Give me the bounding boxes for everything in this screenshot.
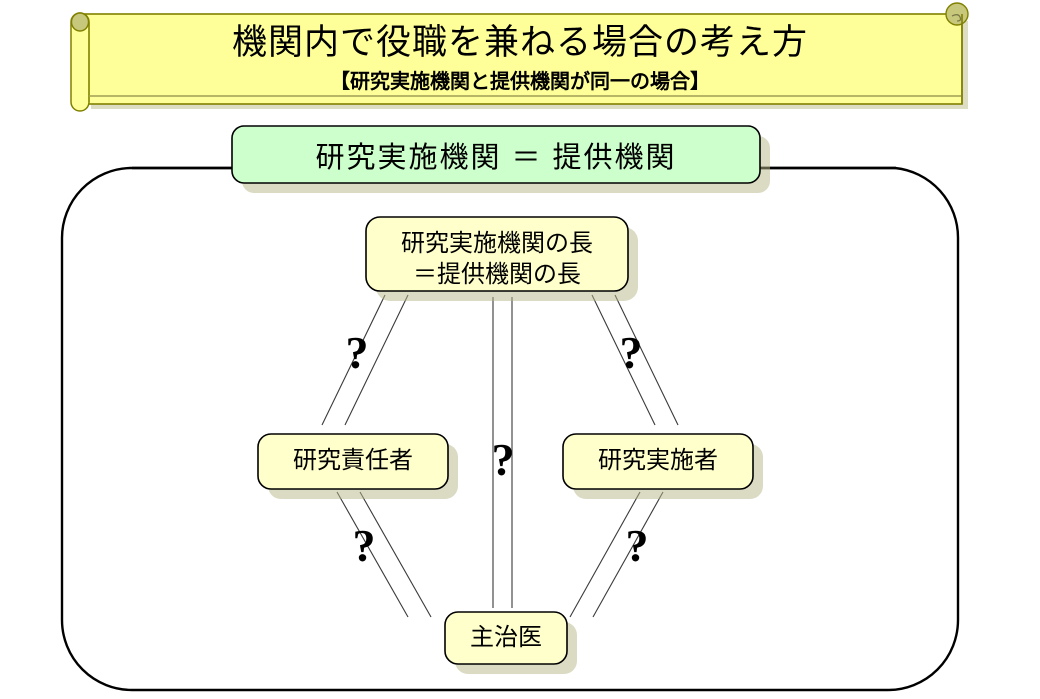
header-box-label: 研究実施機関 ＝ 提供機関 (315, 142, 677, 174)
connector-marker-head-to-physician: ? (491, 434, 515, 485)
banner-left-curl-cap (70, 12, 90, 32)
node-attending-physician-label: 主治医 (470, 624, 542, 651)
connector-marker-head-to-director: ? (345, 327, 369, 378)
connector-lines (321, 294, 679, 618)
node-research-practitioner[interactable] (562, 433, 763, 499)
node-institution-head-shape (365, 216, 629, 292)
banner-right-curl-spiral (951, 14, 962, 22)
node-research-practitioner-label: 研究実施者 (598, 447, 718, 474)
page-subtitle: 【研究実施機関と提供機関が同一の場合】 (330, 71, 710, 93)
node-research-director[interactable] (257, 433, 458, 499)
node-institution-head-label-line2: ＝提供機関の長 (413, 261, 581, 288)
connector-marker-director-to-physician: ? (352, 520, 376, 571)
node-institution-head[interactable] (365, 216, 638, 301)
connector-marker-head-to-practitioner: ? (619, 327, 643, 378)
node-research-director-label: 研究責任者 (293, 447, 413, 474)
banner-right-curl-cap (945, 2, 969, 26)
node-institution-head-label-line1: 研究実施機関の長 (401, 230, 593, 257)
header-box-institution-equality[interactable] (231, 125, 770, 193)
node-attending-physician[interactable] (444, 611, 577, 674)
page-title: 機関内で役職を兼ねる場合の考え方 (231, 23, 808, 62)
connector-head-to-physician (492, 297, 513, 608)
node-research-practitioner-shape (562, 433, 754, 490)
connector-head-to-practitioner (591, 294, 679, 426)
node-research-director-shape (257, 433, 449, 490)
title-scroll-banner (70, 2, 969, 112)
node-attending-physician-shape (444, 611, 568, 665)
connector-marker-practitioner-to-physician: ? (625, 520, 649, 571)
header-box-shape (231, 125, 761, 184)
connector-head-to-director (321, 294, 409, 426)
connector-practitioner-to-physician (569, 491, 664, 618)
connector-director-to-physician (336, 491, 432, 618)
